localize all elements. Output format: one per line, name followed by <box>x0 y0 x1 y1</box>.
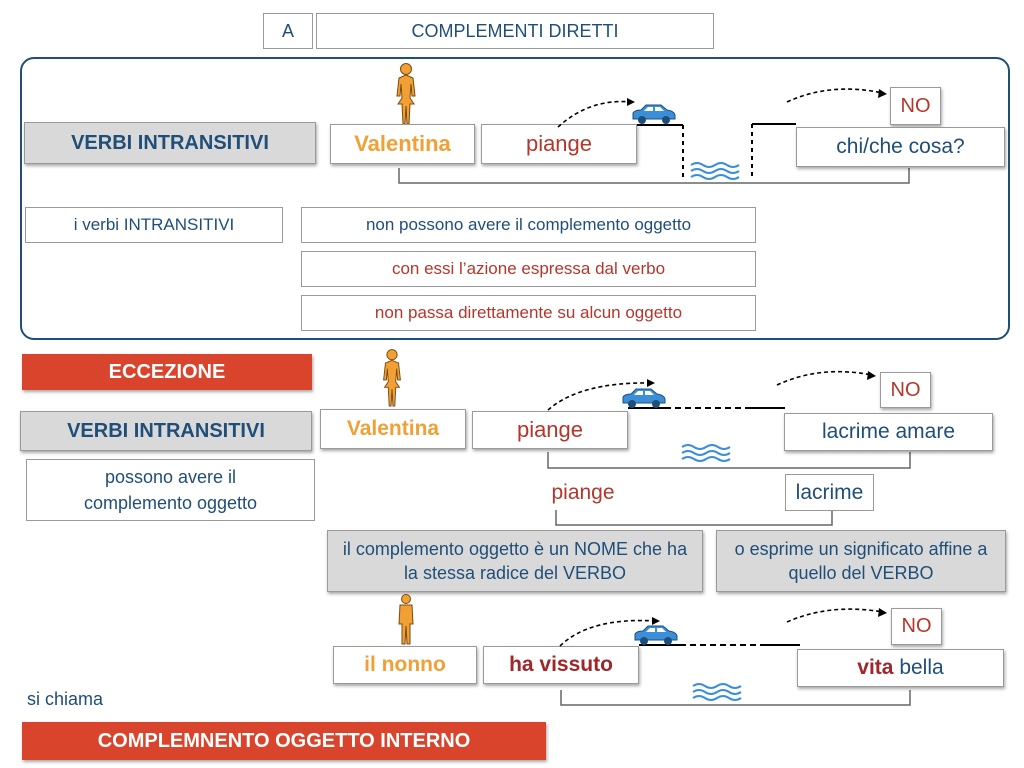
example-verb: ha vissuto <box>483 646 639 684</box>
top-no-box: NO <box>890 87 941 125</box>
exception-title: ECCEZIONE <box>22 354 312 390</box>
person-icon <box>398 594 414 645</box>
header-letter: A <box>263 13 313 49</box>
person-icon <box>396 63 416 125</box>
exception-pair-object: lacrime <box>785 474 874 511</box>
exception-explain-left: il complemento oggetto è un NOME che ha … <box>327 530 703 592</box>
top-rule-3: non passa direttamente su alcun oggetto <box>301 295 756 331</box>
example-object-rest: bella <box>893 656 944 679</box>
header-title: COMPLEMENTI DIRETTI <box>316 13 714 49</box>
top-subject: Valentina <box>330 124 475 164</box>
exception-explain-right: o esprime un significato affine a quello… <box>716 530 1006 592</box>
exception-object: lacrime amare <box>784 413 993 451</box>
top-rule-1: non possono avere il complemento oggetto <box>301 207 756 243</box>
exception-verb: piange <box>472 411 628 449</box>
top-rule-2: con essi l’azione espressa dal verbo <box>301 251 756 287</box>
example-name: COMPLEMNENTO OGGETTO INTERNO <box>22 722 546 760</box>
exception-note: possono avere il complemento oggetto <box>26 459 315 521</box>
car-icon <box>634 625 678 645</box>
exception-verbi-label: VERBI INTRANSITIVI <box>20 411 312 451</box>
example-called: si chiama <box>27 689 104 709</box>
top-verbi-label: VERBI INTRANSITIVI <box>24 122 316 164</box>
person-icon <box>383 349 401 407</box>
example-subject: il nonno <box>333 646 477 684</box>
example-object: vita bella <box>797 649 1004 687</box>
car-icon <box>622 388 666 408</box>
example-no-box: NO <box>891 608 942 645</box>
top-question: chi/che cosa? <box>796 127 1005 167</box>
exception-no-box: NO <box>880 372 931 408</box>
car-icon <box>632 104 676 124</box>
exception-pair-verb: piange <box>551 481 615 504</box>
top-rule-label: i verbi INTRANSITIVI <box>25 207 283 243</box>
top-panel <box>20 57 1010 340</box>
example-object-bold: vita <box>857 656 894 679</box>
top-verb: piange <box>481 124 637 164</box>
exception-subject: Valentina <box>320 409 466 449</box>
